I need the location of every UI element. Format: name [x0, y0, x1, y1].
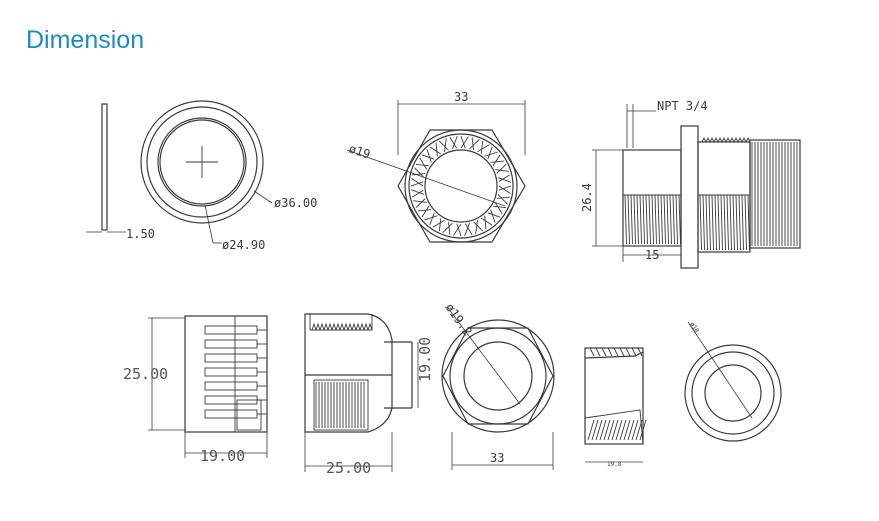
- gland-threads: [623, 136, 798, 251]
- seal-dia-label: 25.00: [123, 365, 168, 383]
- thread-spec-label: NPT 3/4: [657, 99, 708, 113]
- knurl-ring: [410, 135, 512, 237]
- washer-id-label: ø24.90: [222, 238, 265, 252]
- body-height-label: 26.4: [580, 183, 594, 212]
- seal-length-label: 19.00: [200, 447, 245, 465]
- insert-side-view: 19.8: [584, 347, 647, 468]
- washer-thickness-label: 1.50: [126, 227, 155, 241]
- cap-side-view: 19.00 25.00: [304, 313, 434, 477]
- washer-front-view: ø36.00 ø24.90: [140, 100, 317, 252]
- nut-bore-label: ø19: [347, 142, 372, 162]
- cap-threads: [311, 322, 373, 428]
- page-title: Dimension: [26, 26, 145, 54]
- seal-side-view: 25.00 19.00: [123, 315, 268, 465]
- washer-side-view: 1.50: [86, 103, 155, 241]
- insert-hatch: [587, 347, 647, 441]
- insert-len-label: 19.8: [607, 461, 622, 468]
- insert-dia-label: ø18: [688, 321, 700, 334]
- thread-length-label: 15: [645, 248, 659, 262]
- nut-width-label: 33: [454, 90, 468, 104]
- cap-height-label: 19.00: [416, 337, 434, 382]
- cap-width-label: 25.00: [326, 459, 371, 477]
- insert-front-view: ø18: [684, 321, 782, 442]
- washer-od-label: ø36.00: [274, 196, 317, 210]
- cap-top-dia-label: ø19.2: [443, 301, 475, 339]
- hex-nut-front-view: 33 ø19: [346, 90, 526, 243]
- cap-top-width-label: 33: [490, 451, 504, 465]
- seal-fingers: [204, 316, 267, 432]
- cap-top-view: ø19.2 33: [441, 301, 555, 470]
- gland-side-view: NPT 3/4 26.4 15: [580, 99, 801, 269]
